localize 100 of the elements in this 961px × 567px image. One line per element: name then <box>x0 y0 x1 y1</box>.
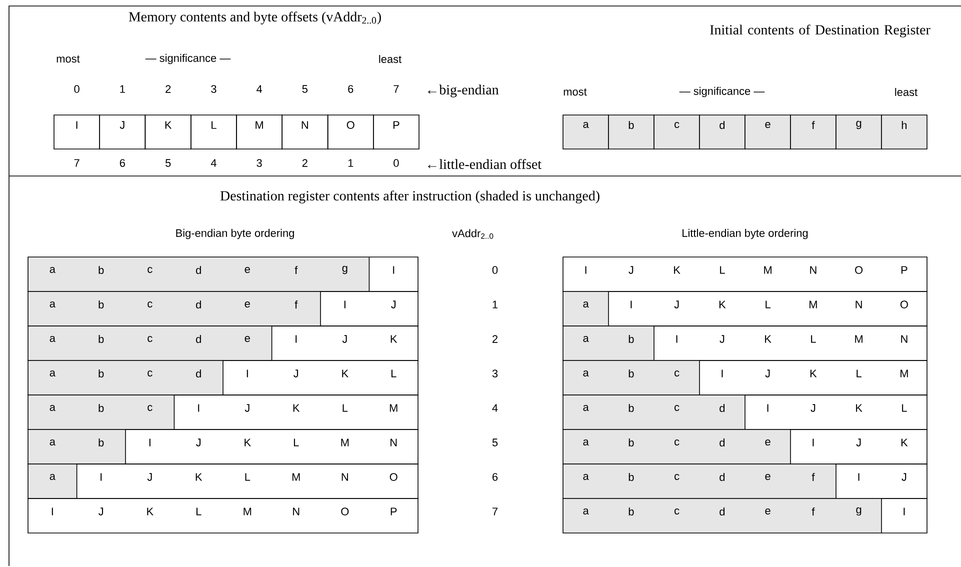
table-heading: Big-endian byte ordering <box>176 228 294 240</box>
memory-cell: J <box>99 114 146 150</box>
byte-letter: c <box>148 267 152 273</box>
byte-letter: M <box>900 370 908 378</box>
byte-letter: I <box>198 404 200 412</box>
byte-offset: 7 <box>74 159 80 167</box>
offset-label: ←big-endian <box>428 84 499 98</box>
byte-letter: b <box>98 266 104 274</box>
byte-offset: 1 <box>120 85 125 93</box>
byte-letter: K <box>901 438 908 446</box>
table-heading: Little-endian byte ordering <box>682 228 808 240</box>
offset-label: ←little-endian offset <box>428 159 542 169</box>
byte-letter: a <box>50 267 56 273</box>
significance-label: most <box>56 55 80 63</box>
byte-offset: 3 <box>256 159 262 167</box>
significance-label: — significance — <box>679 86 765 98</box>
byte-letter: c <box>674 370 680 376</box>
byte-letter: a <box>583 302 589 308</box>
byte-letter: c <box>674 474 680 480</box>
byte-letter: b <box>628 404 634 412</box>
byte-letter: b <box>98 334 104 344</box>
byte-letter: a <box>50 302 56 308</box>
byte-letter: b <box>628 438 634 447</box>
memory-cell: P <box>373 114 420 150</box>
significance-label: — significance — <box>145 54 231 64</box>
byte-letter: I <box>858 473 860 481</box>
address-value: 3 <box>492 370 498 378</box>
byte-letter: I <box>296 335 297 343</box>
byte-letter: a <box>50 405 56 411</box>
byte-letter: c <box>674 405 680 411</box>
address-value: 5 <box>492 438 498 446</box>
byte-letter: O <box>341 508 349 516</box>
byte-letter: J <box>98 508 104 516</box>
significance-label: least <box>379 54 402 64</box>
byte-letter: J <box>674 300 679 308</box>
byte-letter: J <box>391 300 396 308</box>
byte-letter: K <box>765 335 772 343</box>
byte-letter: K <box>856 404 862 412</box>
byte-letter: e <box>765 474 770 480</box>
byte-letter: M <box>764 266 772 274</box>
byte-letter: L <box>902 404 907 412</box>
byte-letter: P <box>390 508 397 516</box>
byte-letter: a <box>583 336 589 342</box>
byte-letter: M <box>292 473 300 481</box>
byte-letter: L <box>811 335 816 343</box>
byte-letter: I <box>722 370 723 378</box>
byte-letter: d <box>196 300 201 309</box>
byte-offset: 4 <box>210 159 216 167</box>
byte-letter: J <box>342 335 347 343</box>
memory-cell: K <box>144 114 192 150</box>
byte-letter: b <box>98 369 104 378</box>
byte-letter: I <box>393 266 394 274</box>
address-value: 0 <box>492 266 498 274</box>
byte-offset: 3 <box>211 85 216 93</box>
byte-letter: I <box>100 473 102 481</box>
byte-letter: I <box>149 438 150 446</box>
byte-letter: b <box>628 472 634 482</box>
byte-letter: e <box>765 508 770 514</box>
byte-letter: N <box>856 300 862 308</box>
memory-cell: L <box>190 114 237 150</box>
byte-letter: e <box>244 302 250 308</box>
byte-letter: f <box>812 473 815 481</box>
byte-offset: 0 <box>394 159 399 167</box>
byte-letter: f <box>812 508 815 516</box>
byte-offset: 6 <box>348 85 354 93</box>
byte-letter: b <box>628 507 634 516</box>
byte-letter: L <box>342 404 348 412</box>
byte-letter: L <box>720 266 725 274</box>
byte-letter: c <box>148 370 152 376</box>
heading: Initial contents of Destination Register <box>710 24 930 38</box>
byte-letter: L <box>245 473 250 481</box>
byte-letter: g <box>342 266 348 274</box>
byte-letter: K <box>719 300 726 308</box>
byte-letter: a <box>583 370 589 376</box>
register-cell: d <box>699 114 746 150</box>
byte-letter: a <box>583 508 589 514</box>
address-value: 6 <box>492 473 498 481</box>
byte-letter: L <box>196 508 202 516</box>
byte-offset: 4 <box>256 85 262 93</box>
byte-letter: M <box>390 404 398 412</box>
byte-letter: c <box>674 508 680 514</box>
byte-letter: J <box>765 370 770 378</box>
significance-label: least <box>895 88 918 96</box>
byte-letter: K <box>244 438 251 446</box>
byte-letter: K <box>147 508 154 516</box>
byte-letter: a <box>50 440 56 446</box>
byte-letter: I <box>676 335 678 343</box>
byte-letter: J <box>902 473 906 481</box>
byte-letter: J <box>628 266 634 274</box>
byte-letter: d <box>196 369 201 378</box>
byte-letter: c <box>148 336 152 342</box>
memory-cell: N <box>282 114 328 150</box>
table-heading: vAddr$_{2..0}$ <box>452 229 494 239</box>
byte-letter: K <box>293 404 300 412</box>
byte-letter: J <box>244 404 250 412</box>
byte-letter: J <box>294 370 298 378</box>
byte-letter: O <box>390 473 398 481</box>
byte-letter: J <box>856 438 861 446</box>
byte-letter: I <box>767 404 768 412</box>
register-cell: g <box>836 114 882 150</box>
